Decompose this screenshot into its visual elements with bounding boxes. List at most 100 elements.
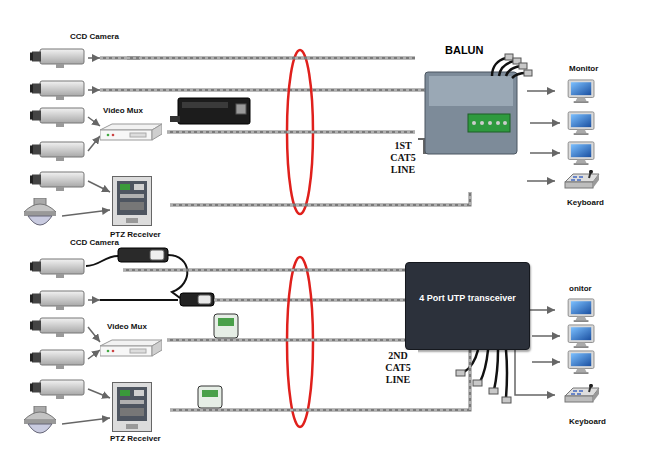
- monitor-node: Monitor: [555, 64, 611, 108]
- ccd-camera: [30, 172, 84, 191]
- ptz-dome-camera: [24, 406, 56, 433]
- art-part: [236, 104, 246, 114]
- ccd-camera: [30, 49, 84, 68]
- art-part: [168, 255, 187, 298]
- transceiver-node: 4 Port UTP transceiver: [405, 262, 530, 350]
- ccd-camera: [30, 142, 84, 161]
- art-part: [519, 63, 527, 69]
- ccd-camera: [30, 291, 84, 310]
- art-part: [86, 256, 118, 266]
- monitor: [568, 80, 594, 103]
- bnc-cable: [456, 350, 511, 403]
- line-label: 2ND CAT5 LINE: [378, 350, 418, 386]
- signal-arrow: [527, 90, 555, 92]
- art-part: [62, 418, 110, 424]
- ccd-camera: [30, 350, 84, 369]
- art-part: [218, 318, 234, 326]
- node-label: 4 Port UTP transceiver: [411, 293, 524, 304]
- art-part: [100, 90, 425, 91]
- ptz-dome-camera: [24, 198, 56, 225]
- twisted-pair-cable: [127, 57, 415, 60]
- monitor-arrows: [530, 123, 560, 153]
- balun-device: [418, 54, 532, 154]
- camera-node: CCD Camera: [22, 32, 127, 80]
- twisted-pair-cable: [167, 131, 415, 134]
- art-part: [214, 314, 238, 338]
- camera-node: CCD Camera: [22, 236, 123, 284]
- mux-node: Video Mux: [95, 322, 167, 362]
- art-part: [480, 121, 484, 125]
- art-part: [88, 299, 100, 301]
- art-part: [214, 300, 405, 301]
- cable-twist: [123, 270, 405, 271]
- monitor: [568, 325, 594, 348]
- art-part: [489, 388, 498, 394]
- keyboard: [565, 384, 599, 402]
- twisted-pair: [100, 58, 425, 90]
- ccd-camera: [30, 318, 84, 337]
- cable-twist: [170, 192, 470, 205]
- video-balun: [118, 248, 214, 306]
- camera-group: [24, 259, 84, 433]
- node-label: Video Mux: [107, 322, 147, 332]
- cable-twist: [170, 350, 470, 410]
- signal-arrow: [515, 350, 555, 395]
- balun-node: BALUN: [415, 42, 527, 192]
- node-label: PTZ Receiver: [110, 434, 161, 444]
- keyboard-node: Keyboard: [555, 166, 613, 211]
- art-part: [472, 121, 476, 125]
- twisted-pair-cable: [123, 269, 405, 272]
- twisted-pair: [214, 300, 405, 301]
- monitor-arrows: [532, 336, 560, 362]
- cable-twist: [127, 58, 415, 59]
- signal-arrow: [527, 180, 555, 182]
- ptz-receiver: [113, 177, 152, 226]
- art-part: [88, 117, 100, 126]
- art-part: [530, 152, 560, 154]
- monitor: [568, 351, 594, 374]
- twisted-pair-cable: [170, 350, 470, 410]
- art-part: [88, 389, 110, 398]
- mux-node: Video Mux: [95, 106, 167, 146]
- art-part: [530, 122, 560, 124]
- art-part: [88, 327, 100, 342]
- art-part: [480, 350, 488, 382]
- cable-twist: [167, 132, 415, 133]
- video-mux: [100, 340, 162, 356]
- cable-bundle-ring: [287, 257, 313, 427]
- video-balun: [198, 314, 238, 408]
- art-part: [182, 102, 228, 108]
- art-part: [88, 136, 100, 151]
- node-label: onitor: [569, 284, 592, 294]
- art-part: [506, 350, 507, 398]
- keyboard-node: Keyboard: [555, 382, 613, 430]
- line-label: 1ST CAT5 LINE: [383, 140, 423, 176]
- art-part: [468, 114, 510, 132]
- art-part: [494, 350, 498, 390]
- node-label: BALUN: [445, 44, 484, 57]
- art-part: [198, 386, 222, 408]
- label-holder: 1ST CAT5 LINE: [383, 140, 423, 176]
- monitor: [568, 142, 594, 165]
- node-label: Monitor: [569, 64, 598, 74]
- art-part: [505, 54, 513, 60]
- passive-balun: [170, 98, 250, 124]
- node-label: Video Mux: [103, 106, 143, 116]
- art-part: [425, 72, 517, 154]
- monitor: [568, 299, 594, 322]
- ccd-camera: [30, 380, 84, 399]
- art-part: [100, 299, 178, 301]
- camera-arrows: [62, 300, 110, 424]
- art-part: [532, 361, 560, 363]
- art-part: [492, 58, 526, 78]
- art-part: [198, 295, 211, 304]
- art-part: [100, 89, 425, 92]
- label-holder: 2ND CAT5 LINE: [378, 350, 418, 386]
- node-label: CCD Camera: [70, 32, 119, 42]
- art-part: [118, 248, 168, 262]
- art-part: [502, 397, 511, 403]
- signal-arrow: [530, 309, 555, 311]
- art-part: [88, 89, 100, 91]
